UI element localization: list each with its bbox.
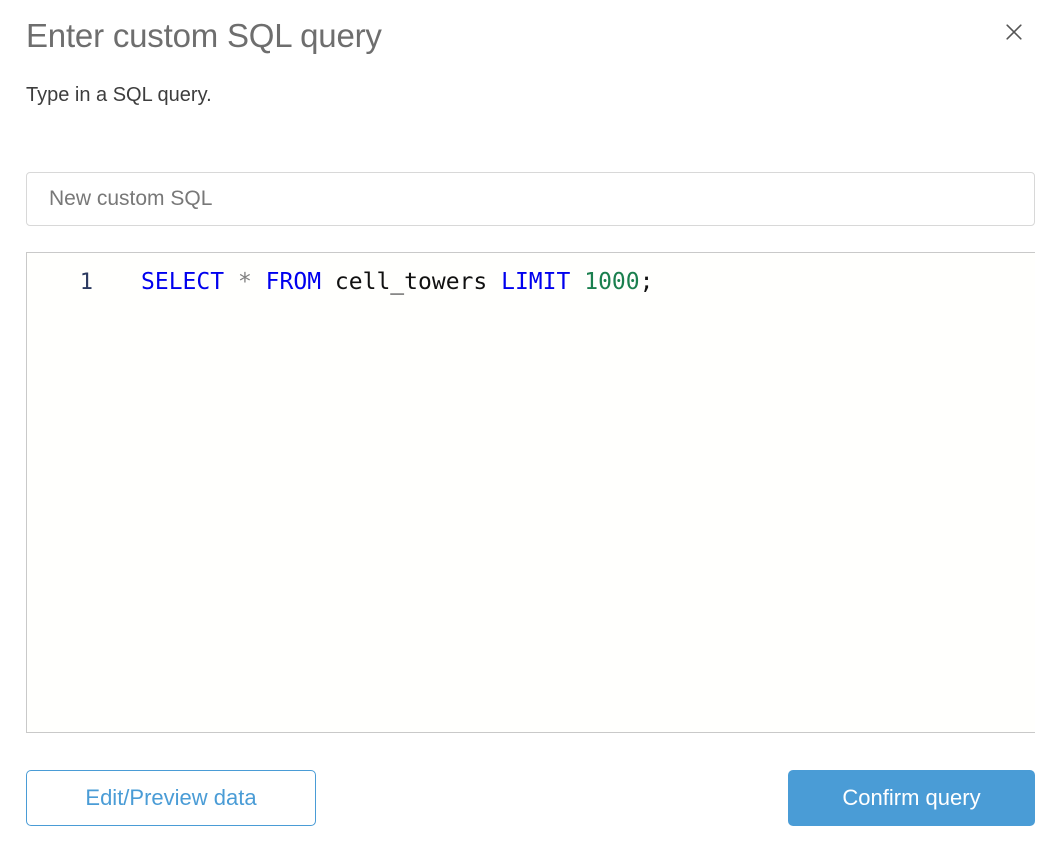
- page-title: Enter custom SQL query: [26, 17, 382, 54]
- sql-token-ident: cell_towers: [334, 269, 488, 295]
- sql-name-input[interactable]: [26, 172, 1035, 226]
- code-line: 1 SELECT * FROM cell_towers LIMIT 1000;: [27, 265, 654, 299]
- sql-token-plain: [224, 269, 238, 295]
- sql-token-plain: [321, 269, 335, 295]
- sql-token-punct: ;: [639, 269, 654, 295]
- edit-preview-data-button[interactable]: Edit/Preview data: [26, 770, 316, 826]
- sql-code-editor[interactable]: 1 SELECT * FROM cell_towers LIMIT 1000;: [26, 252, 1035, 733]
- confirm-query-button[interactable]: Confirm query: [788, 770, 1035, 826]
- sql-token-kw: FROM: [265, 269, 322, 295]
- dialog-header: Enter custom SQL query: [0, 0, 1061, 70]
- sql-token-star: *: [237, 269, 252, 295]
- sql-token-plain: [570, 269, 584, 295]
- sql-token-plain: [252, 269, 266, 295]
- close-button[interactable]: [996, 14, 1032, 50]
- line-number-gutter: 1: [79, 269, 93, 295]
- sql-token-kw: LIMIT: [501, 269, 571, 295]
- sql-token-kw: SELECT: [141, 269, 225, 295]
- sql-token-num: 1000: [584, 269, 640, 295]
- dialog-subtitle: Type in a SQL query.: [26, 84, 212, 106]
- sql-token-plain: [487, 269, 501, 295]
- close-icon: [1004, 22, 1024, 42]
- sql-query-text: SELECT * FROM cell_towers LIMIT 1000;: [93, 265, 653, 299]
